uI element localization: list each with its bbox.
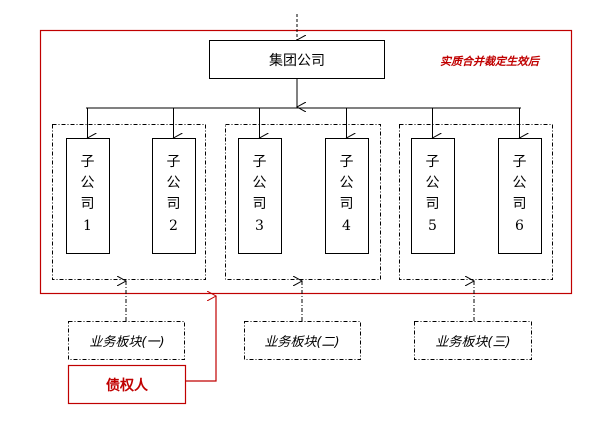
subsidiary-label-char: 司 (81, 196, 95, 212)
subsidiary-label-char: 公 (253, 175, 267, 191)
subsidiary-label-char: 司 (167, 196, 181, 212)
creditor-arrow (186, 296, 216, 382)
subsidiary-box (238, 138, 282, 254)
subsidiary-label-char: 子 (81, 154, 95, 170)
subsidiary-box (152, 138, 196, 254)
subsidiary-number: 3 (255, 218, 264, 234)
subsidiary-label-char: 公 (340, 175, 354, 191)
segment-group-2 (225, 124, 381, 280)
subsidiary-label-char: 公 (81, 175, 95, 191)
consolidation-boundary (39, 29, 573, 295)
subsidiary-node-3: 子公司 3 (238, 108, 282, 254)
subsidiary-label-char: 子 (340, 154, 354, 170)
parent-company-label: 集团公司 (269, 52, 325, 69)
subsidiary-node-6: 子公司 6 (498, 108, 542, 254)
subsidiary-number: 1 (83, 218, 92, 234)
subsidiary-label-char: 子 (426, 154, 440, 170)
subsidiary-number: 6 (515, 218, 524, 234)
subsidiary-label-char: 司 (253, 196, 267, 212)
subsidiary-box (498, 138, 542, 254)
subsidiary-label-char: 公 (513, 175, 527, 191)
subsidiary-node-1: 子公司 1 (66, 108, 110, 254)
subsidiary-node-4: 子公司 4 (325, 108, 369, 254)
subsidiary-box (66, 138, 110, 254)
subsidiary-label-char: 子 (167, 154, 181, 170)
subsidiary-number: 4 (342, 218, 351, 234)
subsidiary-box (411, 138, 455, 254)
subsidiary-label-char: 子 (513, 154, 527, 170)
creditor-node: 债权人 (67, 364, 187, 405)
subsidiary-label-char: 司 (340, 196, 354, 212)
segment-group-1 (52, 124, 206, 280)
business-segment-2: 业务板块(二) (244, 321, 361, 360)
parent-company-node: 集团公司 (209, 40, 385, 79)
consolidation-note: 实质合并裁定生效后 (440, 55, 541, 68)
business-segment-1-label: 业务板块(一) (89, 335, 164, 350)
business-segment-3-label: 业务板块(三) (435, 335, 510, 350)
subsidiary-number: 2 (169, 218, 178, 234)
creditor-label: 债权人 (106, 377, 149, 394)
subsidiary-label-char: 子 (253, 154, 267, 170)
subsidiary-node-5: 子公司 5 (411, 108, 455, 254)
subsidiary-label-char: 公 (426, 175, 440, 191)
business-segment-2-label: 业务板块(二) (264, 335, 339, 350)
subsidiary-label-char: 公 (167, 175, 181, 191)
subsidiary-node-2: 子公司 2 (152, 108, 196, 254)
subsidiary-box (325, 138, 369, 254)
business-segment-1: 业务板块(一) (68, 321, 185, 360)
segment-group-3 (399, 124, 553, 280)
business-segment-3: 业务板块(三) (414, 321, 532, 360)
subsidiary-label-char: 司 (513, 196, 527, 212)
subsidiary-number: 5 (428, 218, 437, 234)
subsidiary-label-char: 司 (426, 196, 440, 212)
